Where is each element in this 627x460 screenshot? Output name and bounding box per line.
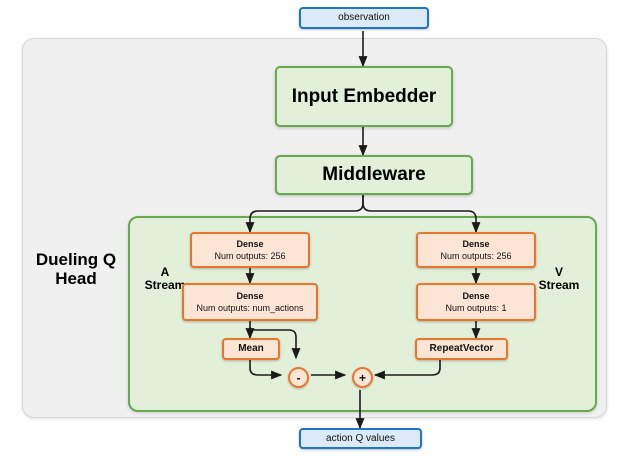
- module-input-embedder[interactable]: Input Embedder: [275, 66, 453, 127]
- add-operator[interactable]: +: [352, 367, 373, 388]
- module-input-embedder-label: Input Embedder: [291, 85, 437, 107]
- v-stream-dense-1-detail: Num outputs: 1: [445, 302, 507, 313]
- module-middleware-label: Middleware: [322, 164, 426, 186]
- v-stream-repeat-vector[interactable]: RepeatVector: [415, 338, 508, 360]
- v-stream-dense-256[interactable]: Dense Num outputs: 256: [416, 232, 536, 268]
- dueling-q-head-title: Dueling Q Head: [35, 250, 117, 289]
- a-stream-dense-256-detail: Num outputs: 256: [214, 250, 286, 261]
- v-stream-dense-1-type: Dense: [462, 291, 490, 302]
- subtract-operator[interactable]: -: [288, 367, 309, 388]
- a-stream-dense-256[interactable]: Dense Num outputs: 256: [190, 232, 310, 268]
- a-stream-dense-num-actions-type: Dense: [236, 291, 264, 302]
- a-stream-mean-label: Mean: [238, 343, 264, 355]
- a-stream-dense-256-type: Dense: [236, 239, 264, 250]
- add-operator-symbol: +: [358, 370, 366, 385]
- io-observation-label: observation: [338, 12, 390, 24]
- a-stream-dense-num-actions[interactable]: Dense Num outputs: num_actions: [182, 283, 318, 321]
- io-action-q-values-label: action Q values: [326, 432, 395, 444]
- v-stream-repeat-vector-label: RepeatVector: [429, 343, 494, 355]
- a-stream-label: A Stream: [144, 265, 186, 293]
- module-middleware[interactable]: Middleware: [275, 155, 473, 195]
- a-stream-mean[interactable]: Mean: [222, 338, 280, 360]
- v-stream-dense-256-detail: Num outputs: 256: [440, 250, 512, 261]
- a-stream-dense-num-actions-detail: Num outputs: num_actions: [196, 302, 304, 313]
- v-stream-dense-1[interactable]: Dense Num outputs: 1: [416, 283, 536, 321]
- io-action-q-values[interactable]: action Q values: [299, 428, 422, 449]
- io-observation[interactable]: observation: [299, 7, 429, 29]
- v-stream-label: V Stream: [538, 265, 580, 293]
- v-stream-dense-256-type: Dense: [462, 239, 490, 250]
- subtract-operator-symbol: -: [296, 370, 301, 385]
